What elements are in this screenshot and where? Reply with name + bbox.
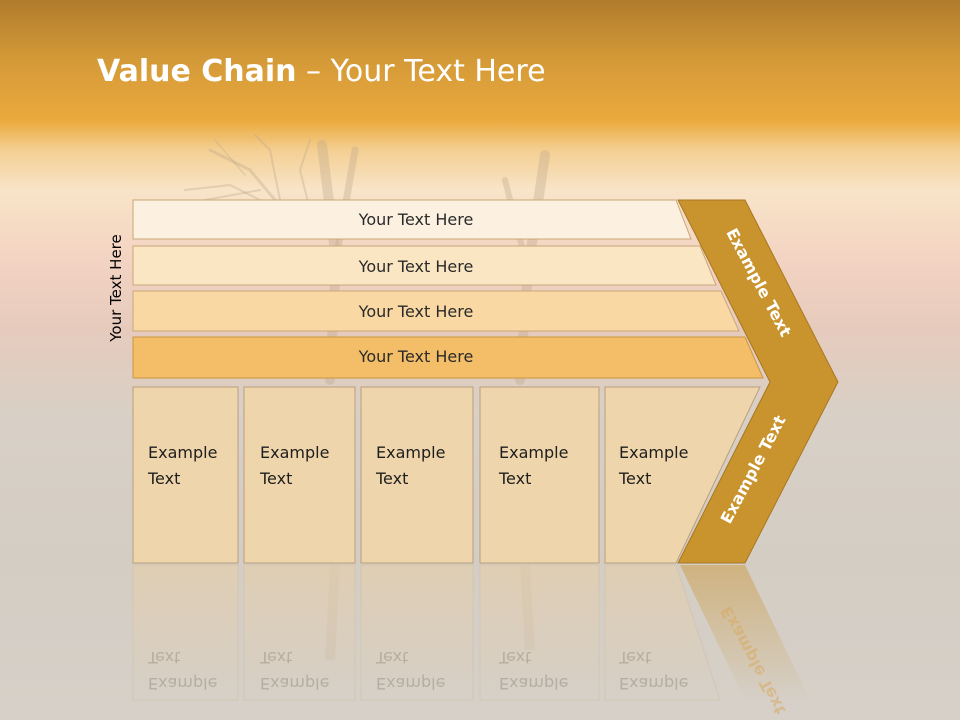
title-bold-part: Value Chain xyxy=(97,54,297,89)
column-cell-5-line2: Text xyxy=(618,469,651,488)
cell-reflection xyxy=(132,564,239,701)
band-row-3 xyxy=(132,290,740,332)
slide-title: Value Chain – Your Text Here xyxy=(97,54,546,89)
column-cell-2-line2: Text xyxy=(259,469,292,488)
title-rest-part: – Your Text Here xyxy=(296,54,546,89)
column-cell-3 xyxy=(360,386,474,564)
column-cell-4-line1: Example xyxy=(499,443,568,462)
reflection-text: Example xyxy=(619,674,688,693)
column-cell-5-line1: Example xyxy=(619,443,688,462)
reflection-text: Text xyxy=(498,648,531,667)
band-rows: Your Text Here Your Text Here Your Text … xyxy=(132,199,764,379)
cell-reflection xyxy=(243,564,356,701)
band-row-2-label: Your Text Here xyxy=(358,257,474,276)
column-cell-2-line1: Example xyxy=(260,443,329,462)
band-row-1 xyxy=(132,199,692,240)
reflection-text: Example xyxy=(148,674,217,693)
column-cell-4 xyxy=(479,386,600,564)
reflection-text: Example xyxy=(376,674,445,693)
column-cell-1-line2: Text xyxy=(147,469,180,488)
column-cell-3-line2: Text xyxy=(375,469,408,488)
column-cells: Example Text Example Text Example Text E… xyxy=(132,386,761,564)
reflection-text: Text xyxy=(259,648,292,667)
cell-reflection xyxy=(360,564,474,701)
column-cell-3-line1: Example xyxy=(376,443,445,462)
column-cell-1 xyxy=(132,386,239,564)
cell-reflection xyxy=(604,564,721,701)
column-cell-5 xyxy=(604,386,761,564)
reflection-text: Example xyxy=(260,674,329,693)
margin-chevron xyxy=(677,199,839,564)
band-row-4 xyxy=(132,336,764,379)
reflection-text: Text xyxy=(147,648,180,667)
cell-reflection xyxy=(479,564,600,701)
column-cell-2 xyxy=(243,386,356,564)
chevron-reflection xyxy=(680,565,810,700)
column-cell-4-line2: Text xyxy=(498,469,531,488)
reflection-text: Text xyxy=(375,648,408,667)
band-row-4-label: Your Text Here xyxy=(358,347,474,366)
band-row-1-label: Your Text Here xyxy=(358,210,474,229)
reflection-text: Example xyxy=(499,674,568,693)
column-cell-1-line1: Example xyxy=(148,443,217,462)
band-row-3-label: Your Text Here xyxy=(358,302,474,321)
reflection-group: Example Text Example Text Example Text E… xyxy=(132,564,810,718)
band-row-2 xyxy=(132,245,717,286)
reflection-text: Text xyxy=(618,648,651,667)
